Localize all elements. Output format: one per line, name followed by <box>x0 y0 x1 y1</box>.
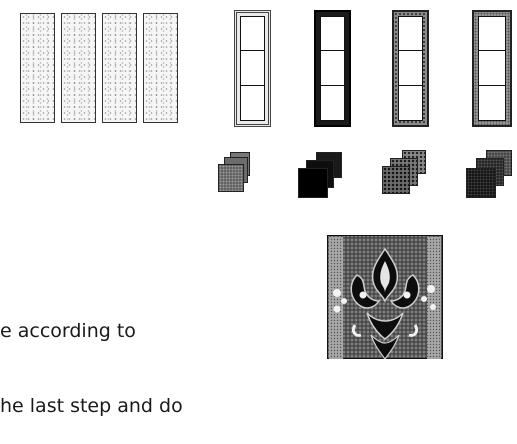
instruction-line-1: e according to <box>0 319 183 344</box>
tile <box>218 164 244 192</box>
framed-panel-textured <box>392 10 429 127</box>
stippled-strip <box>20 13 55 123</box>
tile <box>466 168 496 198</box>
stippled-strip <box>143 13 178 123</box>
tile <box>298 168 328 198</box>
tile <box>382 166 410 194</box>
tile-stack <box>216 152 264 196</box>
instruction-text: e according to he last step and do <box>0 269 183 444</box>
framed-panel-light <box>234 10 271 127</box>
tile-stack <box>464 150 514 198</box>
tile-stack <box>380 150 430 196</box>
instruction-line-2: he last step and do <box>0 394 183 419</box>
framed-panel-dark <box>314 10 351 127</box>
damask-ornament-image <box>327 235 443 359</box>
damask-ornament-svg <box>327 235 443 359</box>
stippled-strip <box>61 13 96 123</box>
stippled-strip <box>102 13 137 123</box>
framed-panel-grey <box>472 10 512 127</box>
tile-stack <box>296 152 346 198</box>
